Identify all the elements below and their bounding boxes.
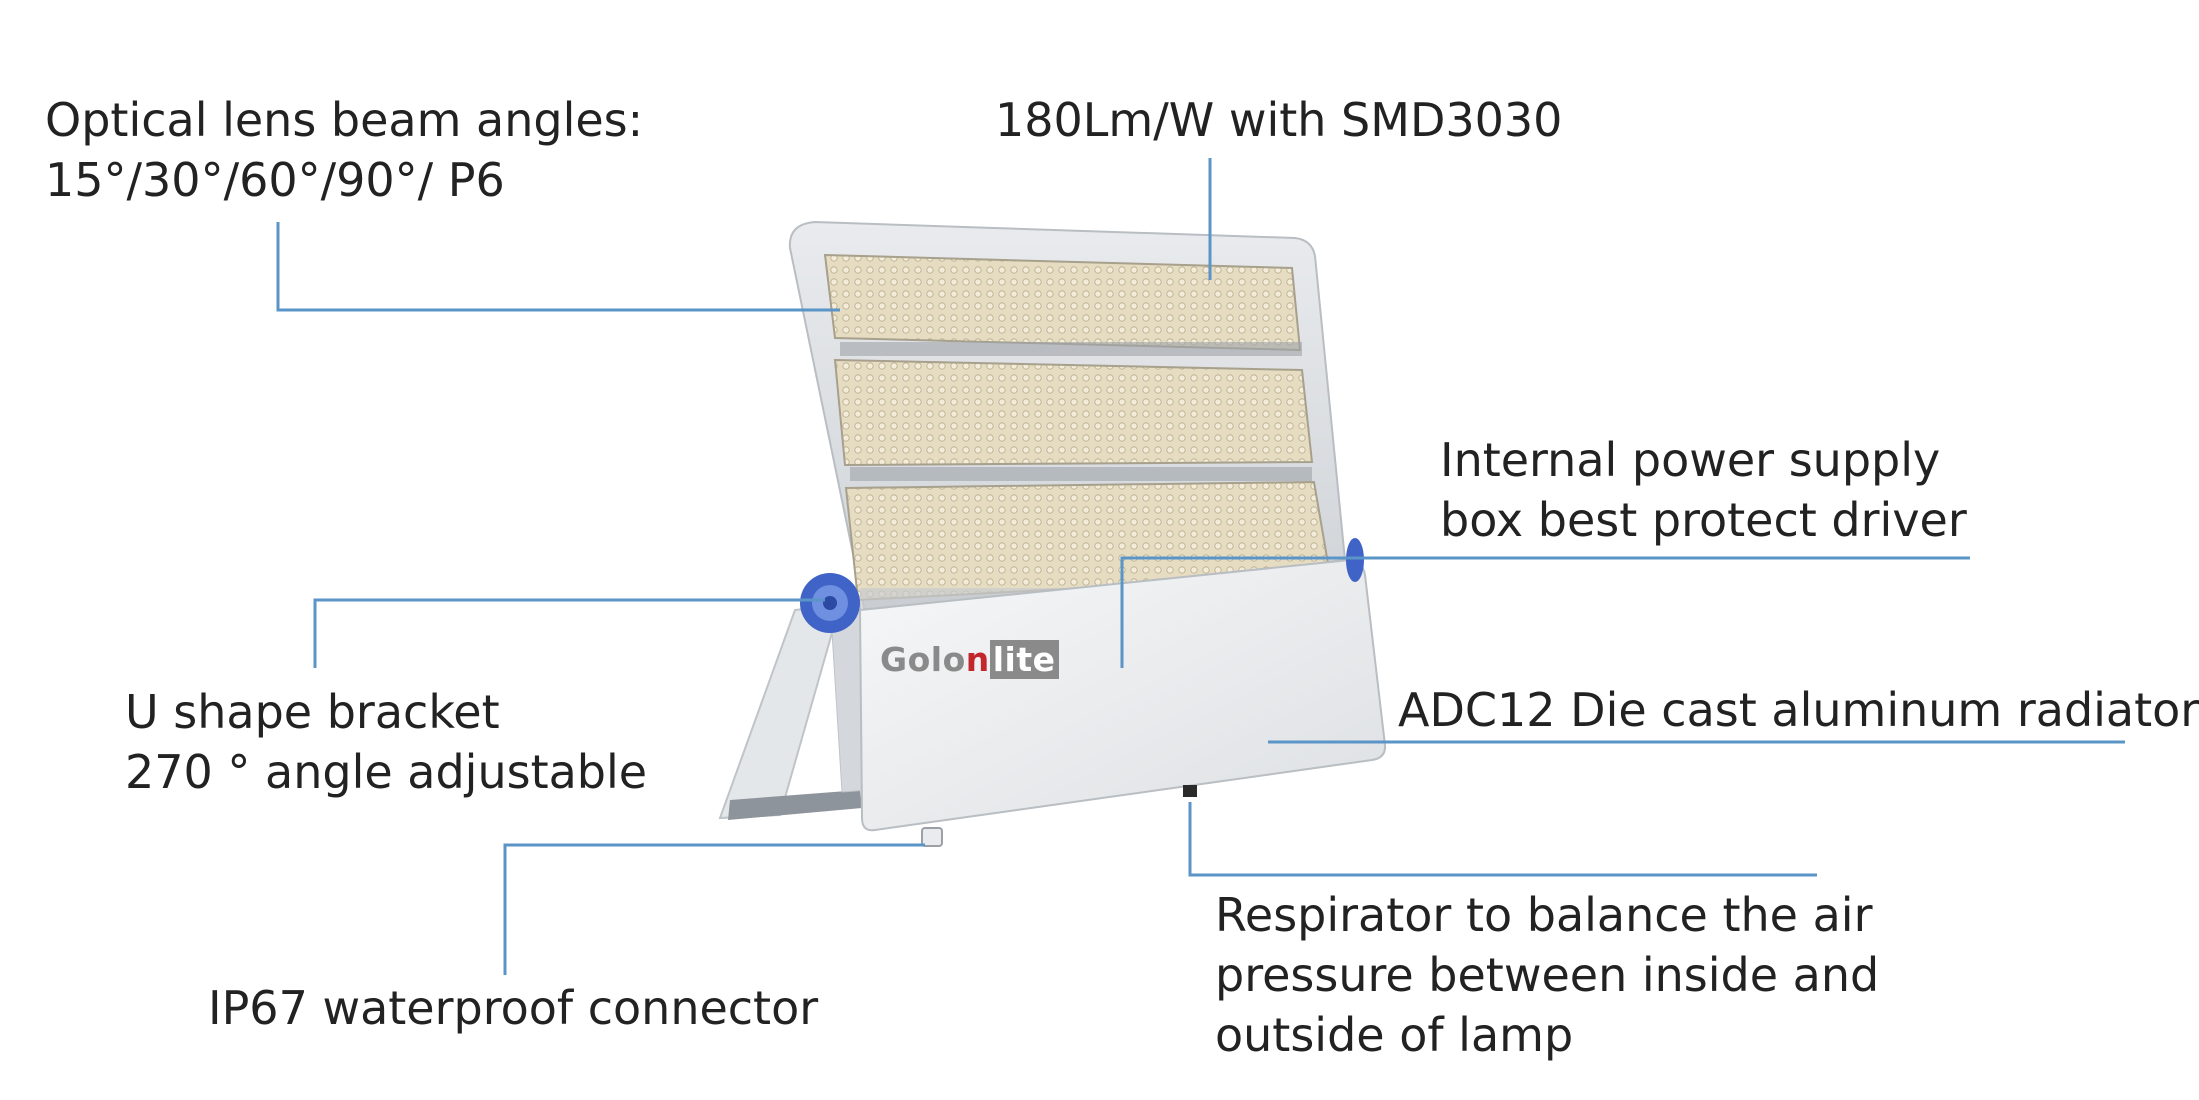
pivot-knob-left — [800, 573, 860, 633]
waterproof-connector — [921, 827, 943, 847]
product-diagram: Golonlite Optical lens beam angles: 15°/… — [45, 90, 2199, 1065]
leader-optical — [276, 222, 840, 312]
brand-logo: Golonlite — [880, 640, 1059, 679]
leader-connector — [503, 843, 925, 975]
led-module-1 — [823, 253, 1302, 352]
callout-connector-line1: IP67 waterproof connector — [208, 981, 819, 1035]
callout-bracket-line1: U shape bracket — [125, 685, 500, 739]
callout-power-line2: box best protect driver — [1440, 493, 1967, 547]
callout-respirator-line2: pressure between inside and — [1215, 948, 1880, 1002]
leader-bracket — [313, 598, 825, 668]
callout-power-supply: Internal power supply box best protect d… — [1440, 430, 1967, 550]
leader-lines — [276, 158, 2125, 975]
callout-optical-line2: 15°/30°/60°/90°/ P6 — [45, 153, 505, 207]
callout-radiator: ADC12 Die cast aluminum radiator — [1398, 680, 2199, 740]
callout-bracket: U shape bracket 270 ° angle adjustable — [125, 682, 647, 802]
callout-respirator-line3: outside of lamp — [1215, 1008, 1574, 1062]
respirator-valve — [1183, 785, 1197, 797]
leader-respirator — [1188, 802, 1817, 877]
callout-respirator-line1: Respirator to balance the air — [1215, 888, 1873, 942]
callout-power-line1: Internal power supply — [1440, 433, 1941, 487]
callout-optical-line1: Optical lens beam angles: — [45, 93, 644, 147]
callout-efficacy: 180Lm/W with SMD3030 — [995, 90, 1562, 150]
callout-connector: IP67 waterproof connector — [208, 978, 818, 1038]
pivot-knob-right — [1346, 538, 1364, 582]
callout-efficacy-line1: 180Lm/W with SMD3030 — [995, 93, 1563, 147]
led-module-2 — [833, 358, 1314, 467]
led-modules — [823, 253, 1332, 614]
callout-optical-lens: Optical lens beam angles: 15°/30°/60°/90… — [45, 90, 643, 210]
u-bracket — [718, 597, 869, 820]
callout-respirator: Respirator to balance the air pressure b… — [1215, 885, 1879, 1065]
floodlight-illustration — [276, 158, 2125, 975]
leader-power — [1120, 556, 1970, 668]
callout-radiator-line1: ADC12 Die cast aluminum radiator — [1398, 683, 2199, 737]
callout-bracket-line2: 270 ° angle adjustable — [125, 745, 648, 799]
